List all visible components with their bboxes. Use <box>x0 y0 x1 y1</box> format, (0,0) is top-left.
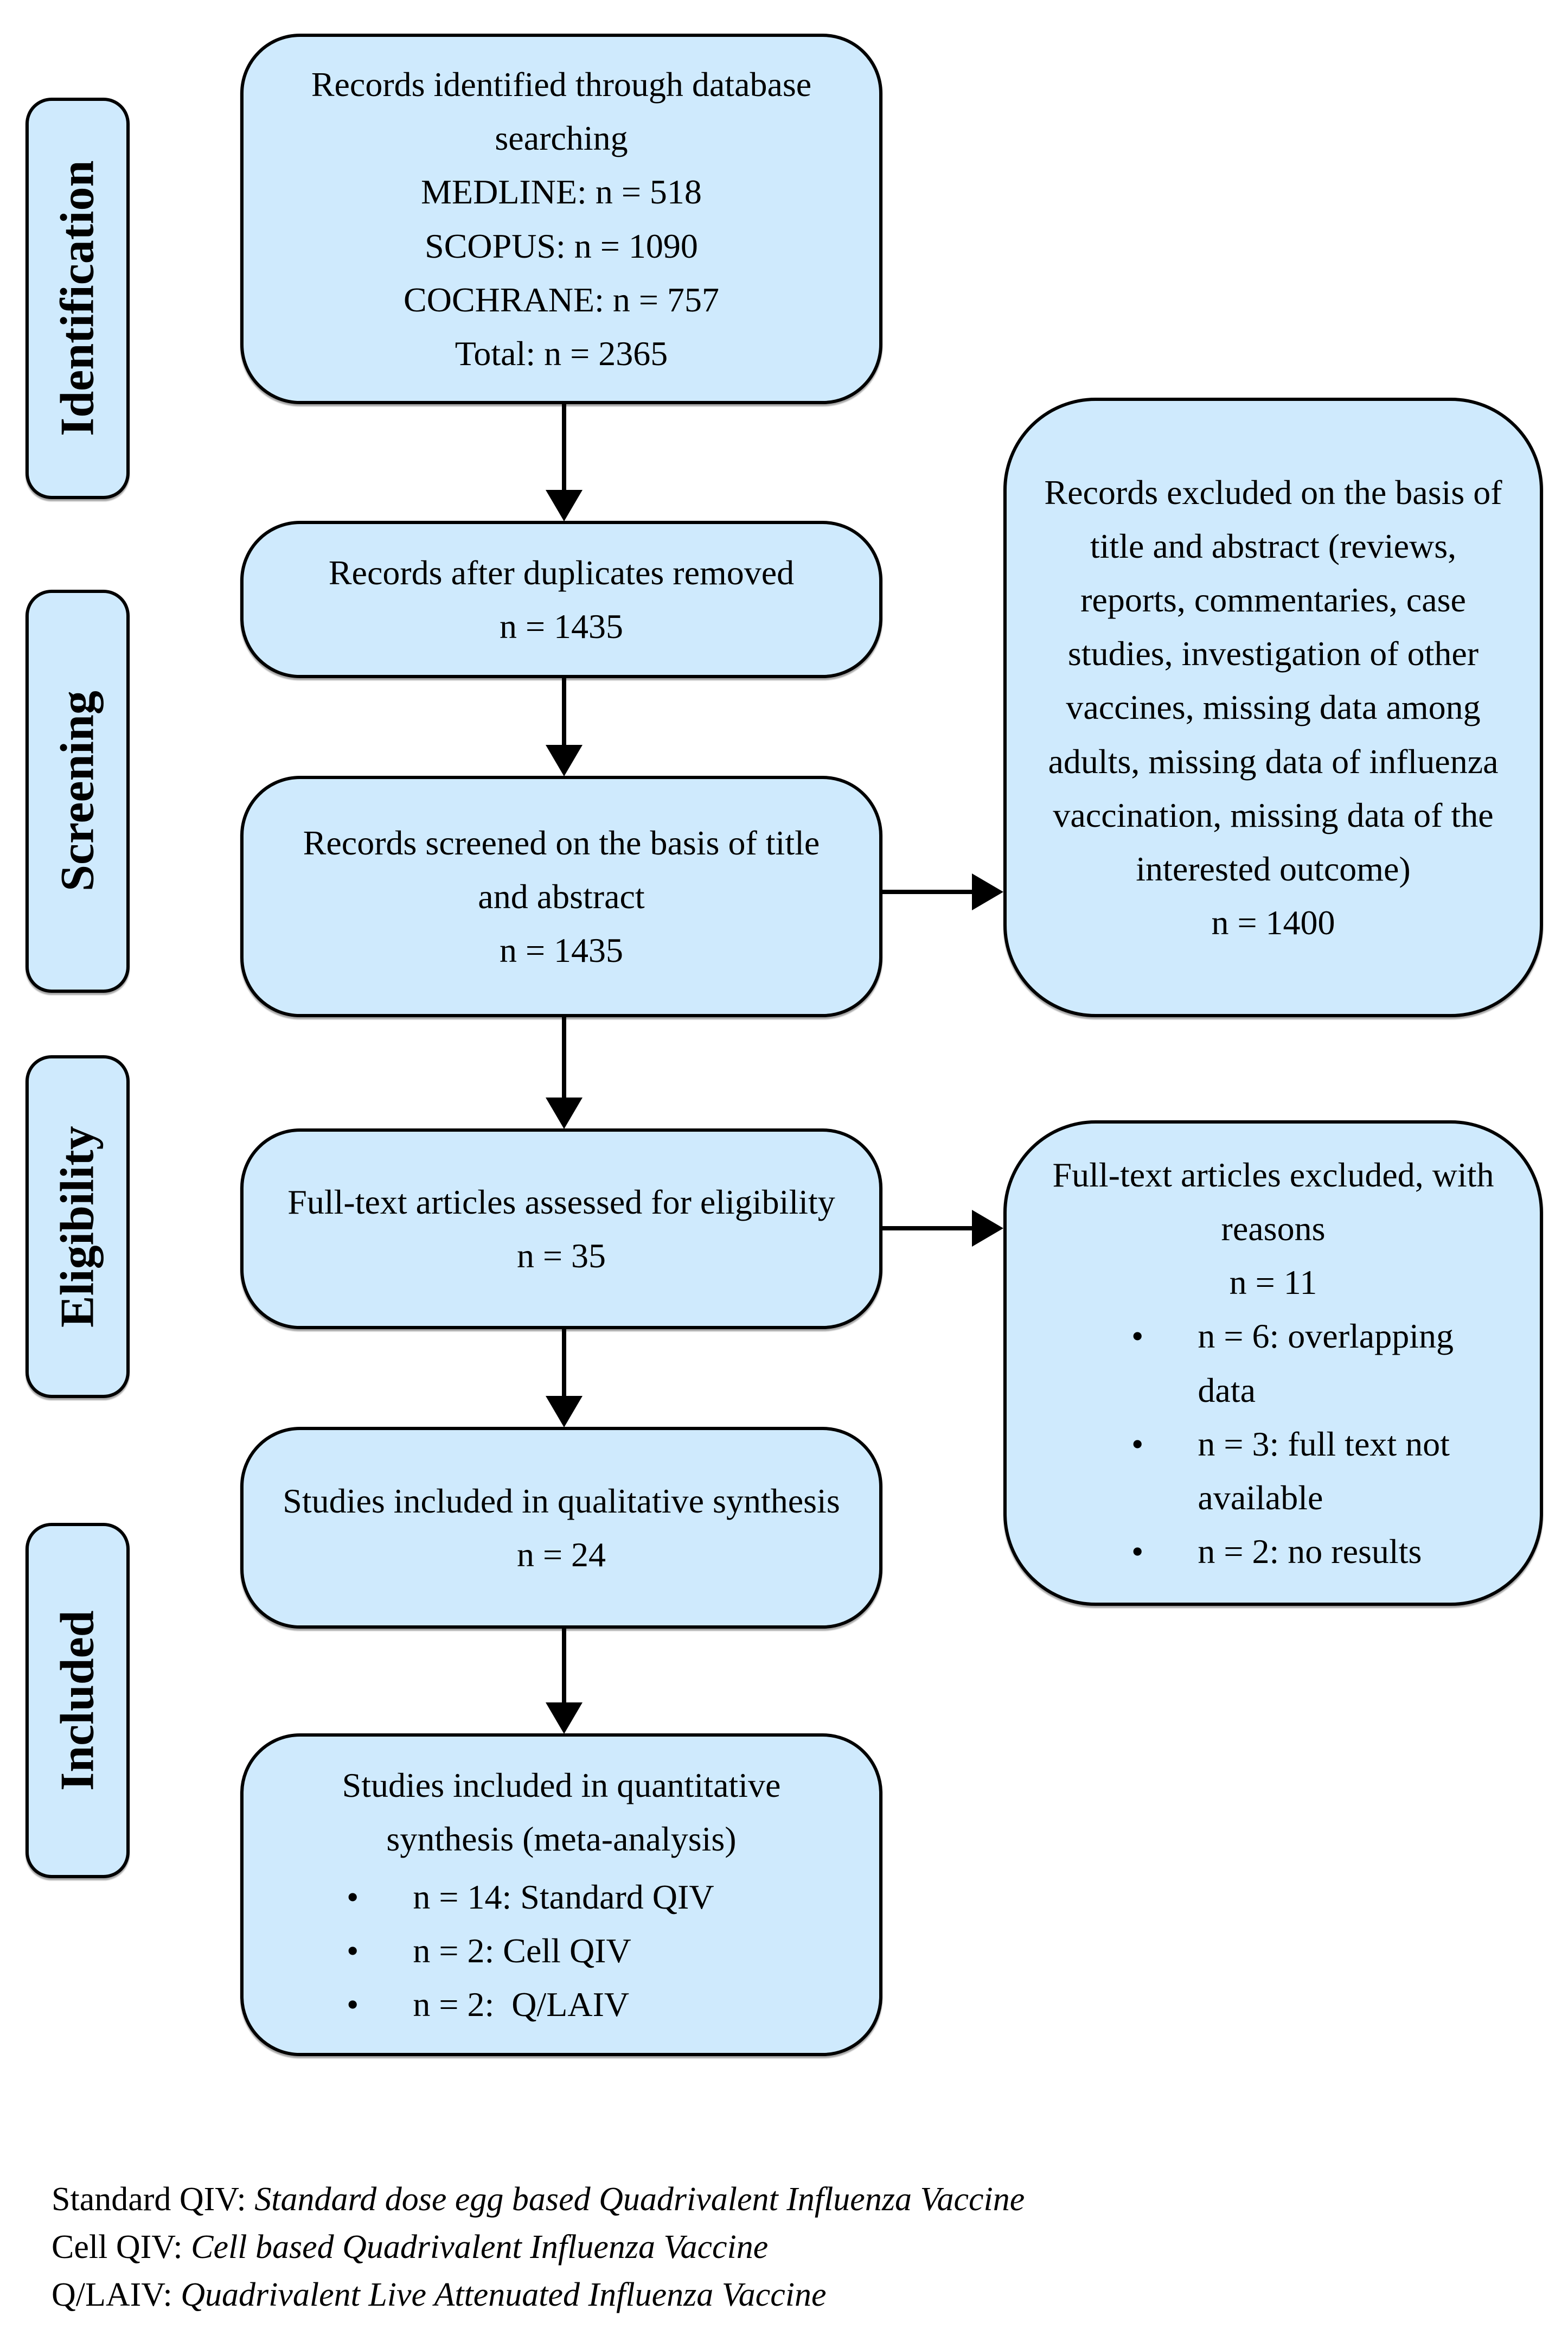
box-text-line: Total: n = 2365 <box>455 334 668 373</box>
list-item: • n = 2: no results <box>1131 1524 1489 1578</box>
list-item: • n = 2: Cell QIV <box>347 1924 813 1977</box>
box-duplicates-removed: Records after duplicates removed n = 143… <box>240 521 882 678</box>
legend-line: Cell QIV: Cell based Quadrivalent Influe… <box>52 2223 1353 2271</box>
list-item-text: n = 2: no results <box>1198 1532 1422 1571</box>
list-item-text: n = 2: Cell QIV <box>413 1931 631 1970</box>
bullet-icon: • <box>347 1877 359 1916</box>
bullet-icon: • <box>1131 1317 1144 1356</box>
legend-line: Q/LAIV: Quadrivalent Live Attenuated Inf… <box>52 2271 1353 2319</box>
box-records-screened: Records screened on the basis of title a… <box>240 776 882 1017</box>
arrow-right-icon <box>972 873 1003 910</box>
legend-term: Q/LAIV: <box>52 2276 181 2314</box>
box-text-line: n = 1435 <box>499 607 624 646</box>
excluded-bullet-list: • n = 6: overlapping data • n = 3: full … <box>1131 1309 1489 1578</box>
box-text-line: MEDLINE: n = 518 <box>421 173 702 212</box>
box-fulltext-assessed: Full-text articles assessed for eligibil… <box>240 1128 882 1329</box>
legend-line: Standard QIV: Standard dose egg based Qu… <box>52 2175 1353 2223</box>
box-text-line: n = 1400 <box>1211 903 1335 942</box>
box-text-line: Records after duplicates removed <box>328 553 795 592</box>
box-text-line: n = 11 <box>1229 1263 1317 1302</box>
legend-term: Standard QIV: <box>52 2181 255 2218</box>
stage-label-included: Included <box>25 1523 130 1878</box>
box-records-excluded: Records excluded on the basis of title a… <box>1003 398 1543 1017</box>
box-text-line: Records identified through database sear… <box>311 65 812 158</box>
list-item-text: n = 3: full text not available <box>1198 1424 1458 1517</box>
box-text-line: Records excluded on the basis of title a… <box>1044 473 1502 888</box>
list-item: • n = 3: full text not available <box>1131 1417 1489 1524</box>
legend-definition: Quadrivalent Live Attenuated Influenza V… <box>181 2276 827 2314</box>
list-item-text: n = 6: overlapping data <box>1198 1317 1462 1409</box>
arrow-line <box>882 1226 975 1230</box>
legend-definition: Cell based Quadrivalent Influenza Vaccin… <box>191 2229 769 2266</box>
arrow-down-icon <box>546 1396 583 1427</box>
quantitative-bullet-list: • n = 14: Standard QIV • n = 2: Cell QIV… <box>347 1870 813 2032</box>
arrow-line <box>882 890 975 894</box>
bullet-icon: • <box>347 1931 359 1970</box>
list-item-text: n = 2: Q/LAIV <box>413 1985 630 2024</box>
box-qualitative-synthesis: Studies included in qualitative synthesi… <box>240 1427 882 1629</box>
arrow-line <box>562 1017 566 1100</box>
box-text-line: Studies included in quantitative synthes… <box>342 1765 781 1858</box>
list-item: • n = 2: Q/LAIV <box>347 1977 813 2031</box>
box-records-identified: Records identified through database sear… <box>240 34 882 404</box>
arrow-line <box>562 404 566 492</box>
box-quantitative-synthesis: Studies included in quantitative synthes… <box>240 1733 882 2056</box>
bullet-icon: • <box>347 1985 359 2024</box>
arrow-down-icon <box>546 1098 583 1129</box>
box-text-line: n = 35 <box>516 1236 606 1275</box>
box-text-line: Full-text articles assessed for eligibil… <box>287 1182 835 1221</box>
box-text-line: COCHRANE: n = 757 <box>404 280 719 319</box>
stage-label-screening: Screening <box>25 590 130 993</box>
abbreviation-legend: Standard QIV: Standard dose egg based Qu… <box>52 2175 1353 2319</box>
bullet-icon: • <box>1131 1424 1144 1463</box>
arrow-down-icon <box>546 1702 583 1734</box>
legend-term: Cell QIV: <box>52 2229 191 2266</box>
arrow-line <box>562 1329 566 1399</box>
bullet-icon: • <box>1131 1532 1144 1571</box>
list-item: • n = 14: Standard QIV <box>347 1870 813 1924</box>
box-text-line: n = 1435 <box>499 931 624 970</box>
list-item-text: n = 14: Standard QIV <box>413 1877 714 1916</box>
box-text-line: Full-text articles excluded, with reason… <box>1052 1155 1494 1248</box>
legend-definition: Standard dose egg based Quadrivalent Inf… <box>254 2181 1025 2218</box>
box-text-line: Records screened on the basis of title a… <box>303 823 820 916</box>
arrow-down-icon <box>546 745 583 776</box>
stage-label-eligibility: Eligibility <box>25 1055 130 1398</box>
arrow-right-icon <box>972 1210 1003 1247</box>
box-text-line: n = 24 <box>516 1535 606 1574</box>
arrow-line <box>562 678 566 748</box>
arrow-line <box>562 1629 566 1705</box>
list-item: • n = 6: overlapping data <box>1131 1309 1489 1417</box>
box-fulltext-excluded: Full-text articles excluded, with reason… <box>1003 1120 1543 1606</box>
stage-label-identification: Identification <box>25 98 130 499</box>
arrow-down-icon <box>546 490 583 521</box>
box-text-line: Studies included in qualitative synthesi… <box>283 1481 840 1520</box>
box-text-line: SCOPUS: n = 1090 <box>425 226 698 265</box>
